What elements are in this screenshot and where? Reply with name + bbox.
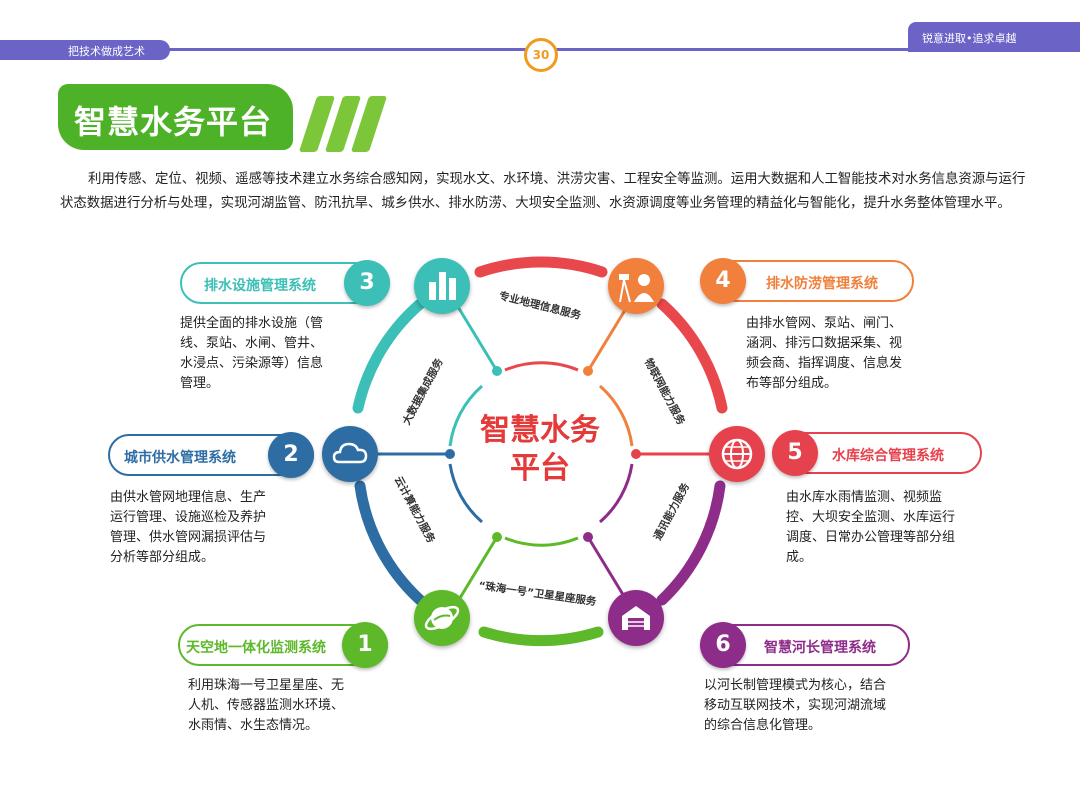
node-3-circle bbox=[414, 258, 470, 314]
system-2-description: 由供水管网地理信息、生产 运行管理、设施巡检及养护 管理、供水管网漏损评估与 分… bbox=[110, 488, 320, 568]
node-5-circle bbox=[709, 426, 765, 482]
header-left-slogan: 把技术做成艺术 bbox=[68, 45, 145, 58]
center-title: 智慧水务 平台 bbox=[470, 412, 610, 488]
node-dot bbox=[583, 532, 593, 542]
node-2-circle bbox=[322, 426, 378, 482]
node-dot bbox=[445, 449, 455, 459]
system-5-description: 由水库水雨情监测、视频监 控、大坝安全监测、水库运行 调度、日常办公管理等部分组… bbox=[786, 488, 996, 568]
system-number-badge: 5 bbox=[772, 430, 818, 476]
node-dot bbox=[492, 366, 502, 376]
cloud-icon bbox=[332, 442, 368, 464]
surveyor-icon bbox=[619, 274, 654, 303]
page-number: 30 bbox=[524, 38, 558, 72]
ring-arc-upper-left bbox=[352, 298, 426, 414]
inner-arc-upper-right bbox=[599, 384, 634, 447]
description-line: 分析等部分组成。 bbox=[110, 550, 215, 565]
center-title-line2: 平台 bbox=[510, 451, 570, 486]
node-6-circle bbox=[608, 590, 664, 646]
globe-orbit-icon bbox=[424, 605, 460, 631]
description-line: 布等部分组成。 bbox=[746, 376, 838, 391]
system-name: 排水设施管理系统 bbox=[204, 278, 316, 294]
description-line: 水浸点、污染源等）信息 bbox=[180, 356, 324, 371]
page-title-box: 智慧水务平台 bbox=[58, 84, 293, 150]
description-line: 人机、传感器监测水环境、 bbox=[188, 698, 345, 713]
node-4-circle bbox=[608, 258, 664, 314]
description-line: 由供水管网地理信息、生产 bbox=[110, 490, 267, 505]
description-line: 线、泵站、水闸、管井、 bbox=[180, 336, 324, 351]
ring-arc-bottom bbox=[478, 626, 604, 647]
node-1-circle bbox=[414, 590, 470, 646]
description-line: 水雨情、水生态情况。 bbox=[188, 718, 319, 733]
description-line: 管理。 bbox=[180, 376, 220, 391]
system-6-description: 以河长制管理模式为核心，结合 移动互联网技术，实现河湖流域 的综合信息化管理。 bbox=[704, 676, 934, 736]
system-name: 水库综合管理系统 bbox=[832, 448, 944, 464]
inner-arc-top bbox=[504, 361, 579, 372]
ring-arc-lower-right bbox=[656, 480, 726, 606]
description-line: 控、大坝安全监测、水库运行 bbox=[786, 510, 956, 525]
description-line: 由排水管网、泵站、闸门、 bbox=[746, 316, 903, 331]
header-right-tab: 锐意进取•追求卓越 bbox=[908, 22, 1080, 52]
inner-arc-upper-left bbox=[448, 384, 483, 447]
inner-arc-bottom bbox=[504, 536, 579, 547]
node-dot bbox=[492, 532, 502, 542]
system-4-description: 由排水管网、泵站、闸门、 涵洞、排污口数据采集、视 频会商、指挥调度、信息发 布… bbox=[746, 314, 936, 394]
ring-arc-lower-left bbox=[354, 480, 426, 606]
description-line: 运行管理、设施巡检及养护 bbox=[110, 510, 267, 525]
system-3-description: 提供全面的排水设施（管 线、泵站、水闸、管井、 水浸点、污染源等）信息 管理。 bbox=[180, 314, 370, 394]
system-name: 天空地一体化监测系统 bbox=[186, 640, 326, 656]
header-left-tab: 把技术做成艺术 bbox=[0, 40, 170, 60]
description-line: 的综合信息化管理。 bbox=[704, 718, 822, 733]
inner-arc-lower-right bbox=[599, 463, 634, 524]
system-number-badge: 1 bbox=[342, 622, 388, 668]
ring-arc-upper-right bbox=[656, 298, 728, 414]
system-name: 排水防涝管理系统 bbox=[766, 276, 878, 292]
inner-arc-lower-left bbox=[448, 463, 483, 524]
description-line: 调度、日常办公管理等部分组 bbox=[786, 530, 956, 545]
description-line: 利用珠海一号卫星星座、无 bbox=[188, 678, 345, 693]
description-line: 以河长制管理模式为核心，结合 bbox=[704, 678, 887, 693]
intro-paragraph: 利用传感、定位、视频、遥感等技术建立水务综合感知网，实现水文、水环境、洪涝灾害、… bbox=[60, 172, 1026, 211]
system-name: 智慧河长管理系统 bbox=[764, 640, 876, 656]
description-line: 移动互联网技术，实现河湖流域 bbox=[704, 698, 887, 713]
globe-grid-icon bbox=[721, 438, 753, 470]
description-line: 频会商、指挥调度、信息发 bbox=[746, 356, 903, 371]
buildings-icon bbox=[429, 272, 456, 300]
description-line: 涵洞、排污口数据采集、视 bbox=[746, 336, 903, 351]
ring-arc-top bbox=[474, 256, 608, 278]
description-line: 成。 bbox=[786, 550, 813, 565]
node-dot bbox=[631, 449, 641, 459]
system-number-badge: 2 bbox=[268, 432, 314, 478]
center-title-line1: 智慧水务 bbox=[480, 413, 600, 448]
system-number-badge: 3 bbox=[344, 260, 390, 306]
description-line: 管理、供水管网漏损评估与 bbox=[110, 530, 267, 545]
system-number-badge: 4 bbox=[700, 258, 746, 304]
warehouse-icon bbox=[622, 606, 650, 630]
node-dot bbox=[583, 366, 593, 376]
system-name: 城市供水管理系统 bbox=[124, 450, 236, 466]
system-1-description: 利用珠海一号卫星星座、无 人机、传感器监测水环境、 水雨情、水生态情况。 bbox=[188, 676, 388, 736]
page-title: 智慧水务平台 bbox=[74, 103, 273, 141]
system-number-badge: 6 bbox=[700, 622, 746, 668]
description-line: 由水库水雨情监测、视频监 bbox=[786, 490, 943, 505]
header-right-slogan: 锐意进取•追求卓越 bbox=[922, 32, 1017, 45]
description-line: 提供全面的排水设施（管 bbox=[180, 316, 324, 331]
